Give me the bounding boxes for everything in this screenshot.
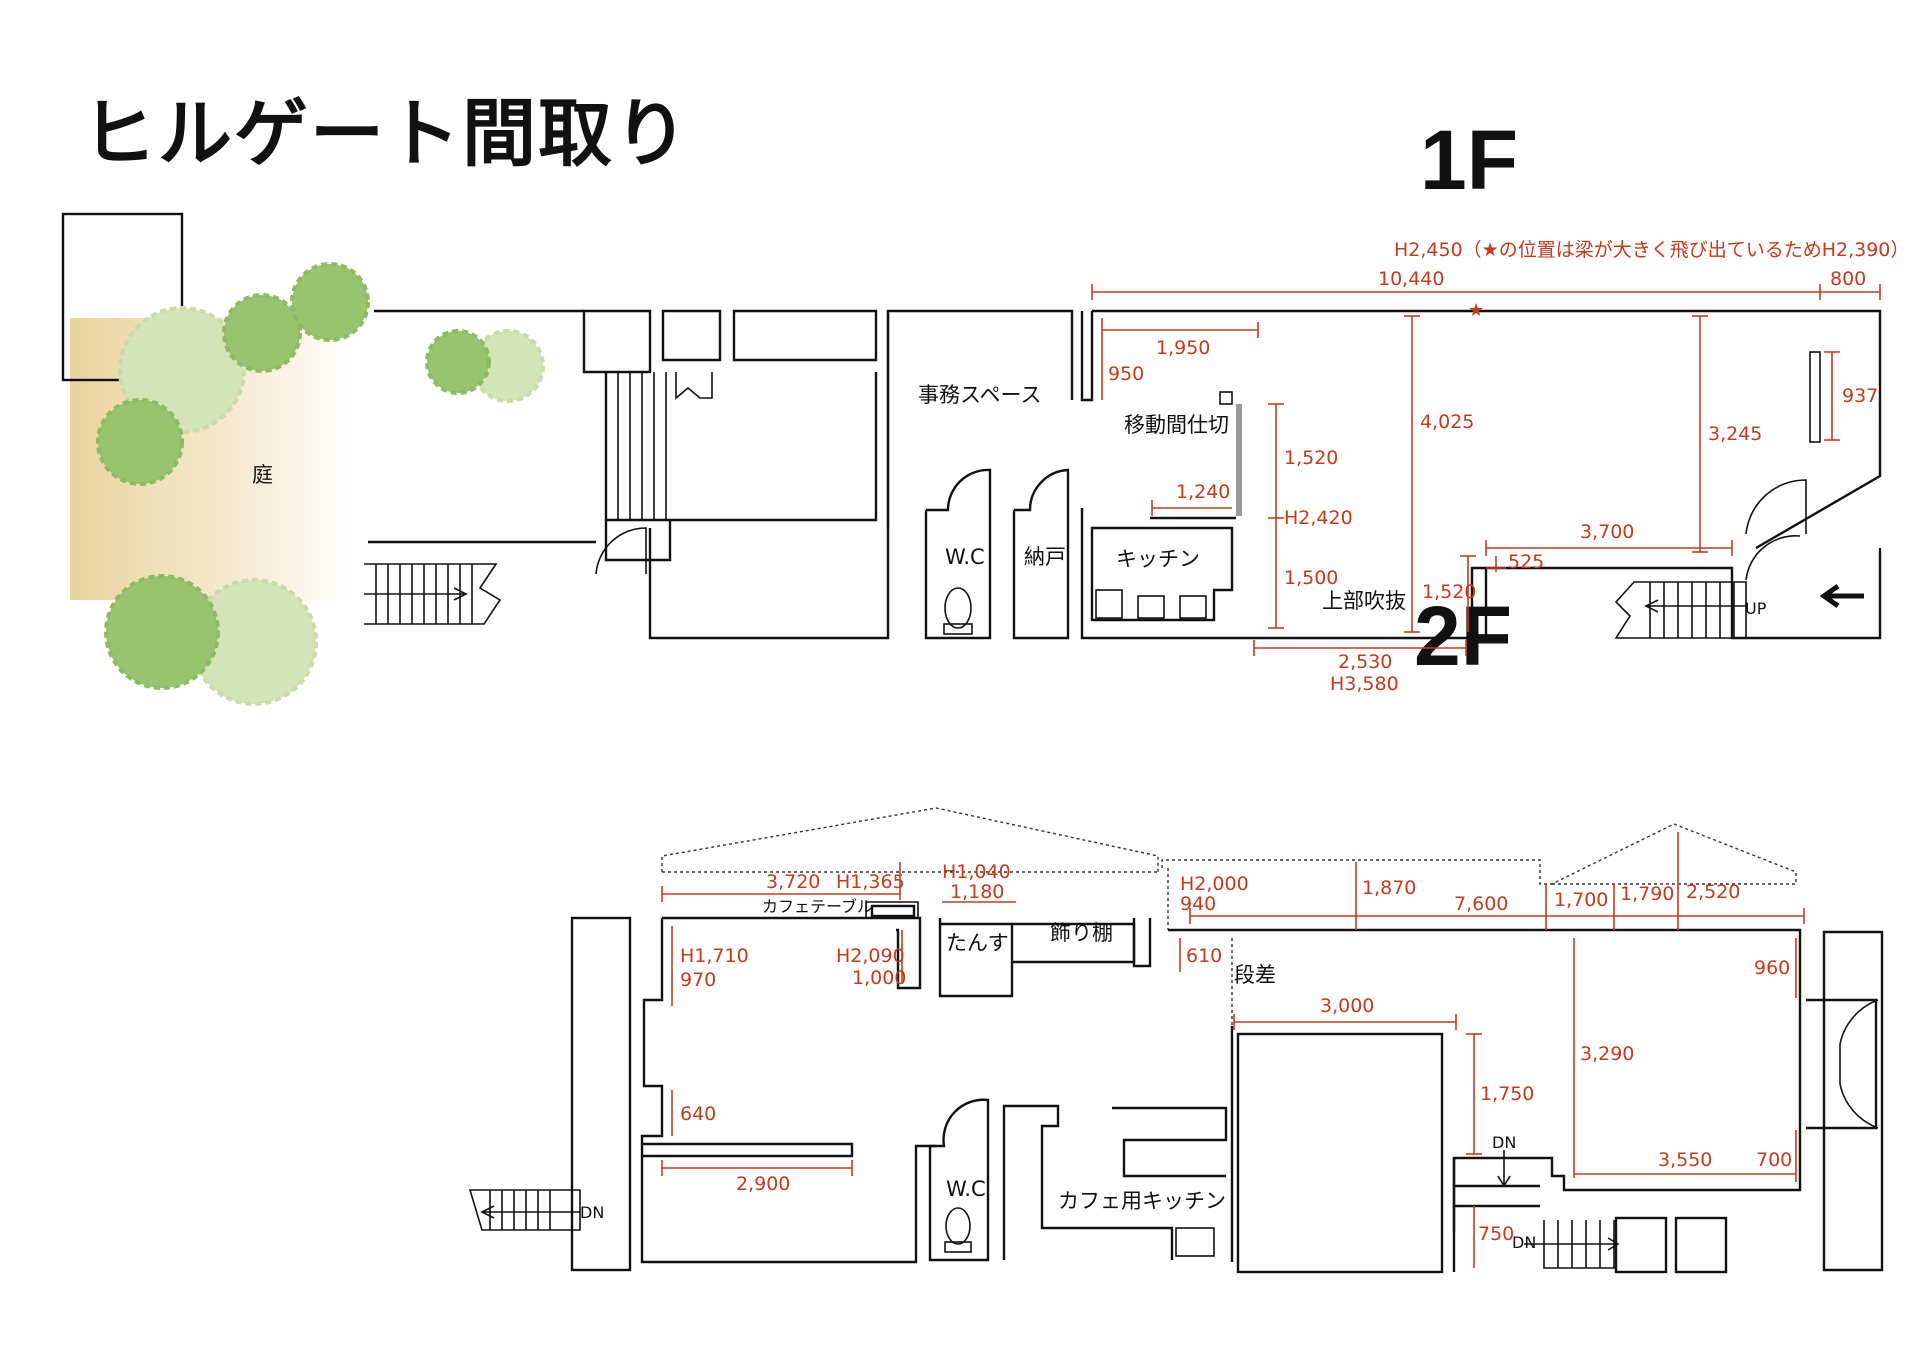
svg-text:640: 640 (680, 1103, 716, 1125)
svg-text:4,025: 4,025 (1420, 411, 1474, 433)
svg-text:1,750: 1,750 (1480, 1083, 1534, 1105)
tree-icon (290, 262, 370, 342)
dn-label-2f-mid: DN (1492, 1133, 1516, 1152)
svg-text:1,950: 1,950 (1156, 337, 1210, 359)
svg-text:940: 940 (1180, 893, 1216, 915)
internal-stair-1f (605, 372, 713, 520)
svg-text:960: 960 (1754, 957, 1790, 979)
floor-1-label: 1F (1420, 113, 1519, 207)
svg-text:1,520: 1,520 (1284, 447, 1338, 469)
wc-label-2f: W.C (946, 1177, 986, 1201)
cafe-kitchen-label: カフェ用キッチン (1058, 1189, 1226, 1213)
svg-text:1,790: 1,790 (1620, 883, 1674, 905)
svg-text:3,700: 3,700 (1580, 521, 1634, 543)
svg-text:525: 525 (1508, 551, 1544, 573)
svg-text:970: 970 (680, 969, 716, 991)
svg-text:H1,040: H1,040 (942, 861, 1011, 883)
svg-text:1,240: 1,240 (1176, 481, 1230, 503)
entry-stair-1f (364, 563, 502, 625)
dn-label-2f-bottom: DN (1512, 1233, 1536, 1252)
svg-text:1,700: 1,700 (1554, 889, 1608, 911)
tree-icon (96, 398, 184, 486)
storage-label-1f: 納戸 (1024, 545, 1066, 569)
floor-1-plan: 庭 W.C (61, 212, 1909, 706)
floor-2-label: 2F (1414, 589, 1513, 683)
dimensions-1f: H2,450（★の位置は梁が大きく飛び出ているためH2,390） 10,440 … (1091, 239, 1909, 695)
svg-text:1,870: 1,870 (1362, 877, 1416, 899)
svg-text:3,720: 3,720 (766, 871, 820, 893)
svg-text:3,000: 3,000 (1320, 995, 1374, 1017)
tansu-label: たんす (946, 931, 1009, 955)
svg-text:2,900: 2,900 (736, 1173, 790, 1195)
svg-text:1,000: 1,000 (852, 967, 906, 989)
svg-text:1,500: 1,500 (1284, 567, 1338, 589)
step-label: 段差 (1234, 963, 1276, 987)
svg-text:H2,450（★の位置は梁が大きく飛び出ているためH2,39: H2,450（★の位置は梁が大きく飛び出ているためH2,390） (1394, 239, 1909, 261)
stair-2f-left (468, 1189, 581, 1231)
wc-label-1f: W.C (945, 545, 985, 569)
svg-text:H2,090: H2,090 (836, 945, 905, 967)
dimensions-2f: 3,720 H1,365 H1,040 1,180 H2,000 940 7,6… (661, 832, 1805, 1268)
garden-trees (96, 262, 545, 706)
tree-icon (425, 329, 491, 395)
stair-2f-right (1524, 1220, 1620, 1269)
stair-1f-right (1614, 581, 1747, 639)
svg-text:H3,580: H3,580 (1330, 673, 1399, 695)
svg-text:2,530: 2,530 (1338, 651, 1392, 673)
svg-text:610: 610 (1186, 945, 1222, 967)
tree-icon (222, 293, 302, 373)
svg-text:1,180: 1,180 (950, 881, 1004, 903)
svg-text:3,245: 3,245 (1708, 423, 1762, 445)
movable-partition (1236, 404, 1242, 516)
svg-text:H2,000: H2,000 (1180, 873, 1249, 895)
garden-label: 庭 (252, 463, 273, 487)
page-title: ヒルゲート間取り (82, 91, 690, 177)
svg-text:H1,710: H1,710 (680, 945, 749, 967)
up-label: UP (1745, 599, 1767, 618)
wc-2f (928, 1098, 990, 1262)
svg-text:7,600: 7,600 (1454, 893, 1508, 915)
svg-text:H2,420: H2,420 (1284, 507, 1353, 529)
tree-icon (118, 306, 246, 434)
kitchen-label-1f: キッチン (1116, 547, 1200, 571)
storage-1f (1012, 468, 1070, 640)
cafe-table-label: カフェテーブル (762, 897, 873, 916)
svg-text:3,550: 3,550 (1658, 1149, 1712, 1171)
svg-text:700: 700 (1756, 1149, 1792, 1171)
svg-text:1,520: 1,520 (1422, 581, 1476, 603)
svg-text:750: 750 (1478, 1223, 1514, 1245)
office-label: 事務スペース (918, 383, 1041, 407)
void-label: 上部吹抜 (1322, 589, 1406, 613)
svg-text:H1,365: H1,365 (836, 871, 905, 893)
tree-icon (471, 329, 545, 403)
svg-text:10,440: 10,440 (1378, 268, 1444, 290)
svg-text:950: 950 (1108, 363, 1144, 385)
shelf-label: 飾り棚 (1050, 921, 1113, 945)
svg-text:800: 800 (1830, 268, 1866, 290)
dn-label-2f-left: DN (580, 1203, 604, 1222)
partition-label: 移動間仕切 (1124, 413, 1229, 437)
svg-text:3,290: 3,290 (1580, 1043, 1634, 1065)
floor-2-plan: DN カフェテーブル たんす 飾り棚 W.C カフェ用キッチン (468, 807, 1884, 1274)
svg-text:2,520: 2,520 (1686, 881, 1740, 903)
svg-text:937: 937 (1842, 385, 1878, 407)
wc-1f (924, 468, 992, 640)
entrance-arrow-icon (1819, 583, 1864, 609)
tree-icon (104, 574, 220, 690)
svg-text:★: ★ (1468, 300, 1484, 321)
